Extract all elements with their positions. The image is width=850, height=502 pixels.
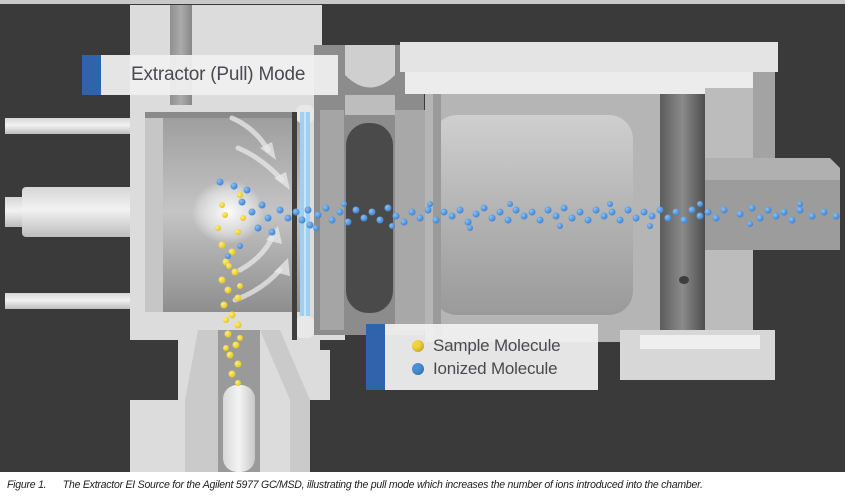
extractor-ei-source-illustration: Extractor (Pull) Mode Sample Molecule Io… xyxy=(0,0,850,472)
legend-item-ionized-molecule: Ionized Molecule xyxy=(412,359,560,379)
blue-dot-icon xyxy=(412,362,424,375)
legend: Sample Molecule Ionized Molecule xyxy=(366,324,598,390)
mode-label: Extractor (Pull) Mode xyxy=(82,55,338,95)
ionized-molecules xyxy=(216,178,840,259)
source-cross-section-diagram xyxy=(0,0,850,472)
mode-label-text: Extractor (Pull) Mode xyxy=(131,64,306,85)
yellow-dot-icon xyxy=(412,339,424,352)
caption-text: The Extractor EI Source for the Agilent … xyxy=(62,479,703,491)
sample-molecules xyxy=(215,192,246,386)
mode-label-accent-bar xyxy=(82,55,101,95)
legend-item-sample-molecule: Sample Molecule xyxy=(412,335,561,356)
legend-label: Ionized Molecule xyxy=(433,358,558,378)
ionization-cloud xyxy=(192,180,264,244)
figure-caption: Figure 1. The Extractor EI Source for the… xyxy=(7,479,788,497)
legend-label: Sample Molecule xyxy=(433,335,561,355)
legend-accent-bar xyxy=(366,324,385,390)
figure-number: Figure 1. xyxy=(7,479,47,491)
